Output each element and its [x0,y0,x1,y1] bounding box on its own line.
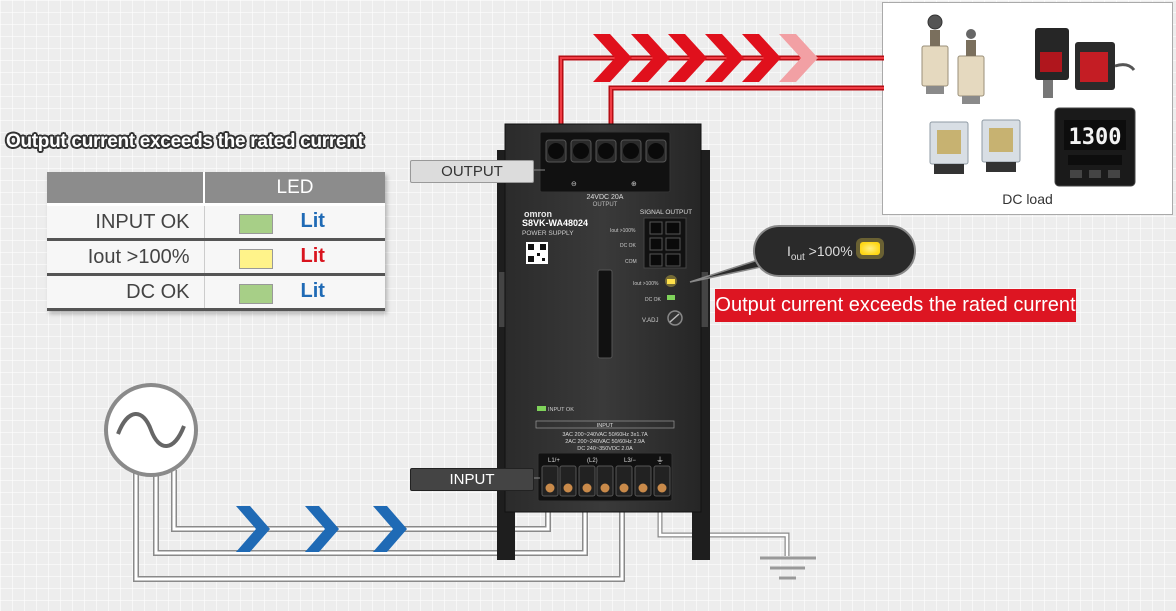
ac-source-symbol [104,383,198,477]
led-row-label: INPUT OK [47,204,205,241]
limit-switch-icon [957,29,985,104]
svg-text:Iout >100%: Iout >100% [787,243,853,263]
photoelectric-sensor-icon [1035,28,1069,98]
temperature-controller-icon: 1300 [1054,107,1136,187]
table-header-blank [47,172,205,206]
dc-load-devices: 1300 [921,14,1136,187]
device-signal-output: SIGNAL OUTPUT [640,209,692,216]
input-flow-arrow [236,506,270,552]
table-row: DC OK Lit [47,274,385,311]
qr-code [526,242,548,264]
led-row-label: DC OK [47,274,205,311]
callout-led [860,242,880,255]
device-terminal-l1: L1/+ [548,458,560,464]
device-spec-2: 2AC 200~240VAC 50/60Hz 2.9A [565,439,645,445]
device-led-iout [667,279,675,284]
relay-icon [929,121,969,174]
led-color-swatch [238,214,273,234]
svg-text:⊕: ⊕ [631,180,637,188]
led-callout-bubble: Iout >100% [689,225,916,283]
led-row-status: Lit [204,204,385,241]
device-model: S8VK-WA48024 [522,218,588,228]
led-row-status: Lit [204,274,385,311]
output-tag: OUTPUT [410,160,534,183]
table-row: Iout >100% Lit [47,239,385,276]
ground-symbol [760,556,816,580]
device-output-label: OUTPUT [593,202,618,208]
device-subtitle: POWER SUPPLY [522,230,574,237]
output-flow-arrow [705,34,744,82]
input-flow-arrow [305,506,339,552]
device-spec-3: DC 240~350VDC 2.0A [577,446,633,452]
svg-text:⊖: ⊖ [571,180,577,188]
table-header-led: LED [204,172,385,206]
limit-switch-icon [921,14,949,94]
device-vadj-label: V.ADJ [642,318,658,324]
led-state-text: Lit [300,245,325,267]
callout-message: Output current exceeds the rated current [715,289,1076,322]
temp-controller-display: 1300 [1069,125,1122,150]
device-led-dcok [667,295,675,300]
page-heading: Output current exceeds the rated current [6,131,364,152]
device-led-iout-label: Iout >100% [633,281,659,287]
input-flow-arrow [373,506,407,552]
led-row-label: Iout >100% [47,239,205,276]
device-terminal-l3: L3/− [624,458,636,464]
output-flow-arrow [631,34,670,82]
device-led-inputok-label: INPUT OK [548,407,574,413]
device-terminal-pe: ⏚ [656,456,664,465]
led-state-text: Lit [300,280,325,302]
led-color-swatch [238,284,273,304]
output-flow-arrow [593,34,632,82]
led-color-swatch [238,249,273,269]
device-led-inputok [537,406,546,411]
table-row: INPUT OK Lit [47,204,385,241]
callout-indicator-rest: >100% [805,243,853,259]
callout-indicator-sub: out [791,252,805,263]
power-supply-device: ⊖ ⊕ 24VDC 20A OUTPUT omron S8VK-WA48024 … [497,123,710,560]
output-flow-arrows [593,34,818,82]
device-terminal-l2: (L2) [587,458,598,464]
device-input-label: INPUT [597,423,614,429]
device-signal-com: COM [625,259,637,265]
photoelectric-sensor-icon [1075,42,1136,90]
callout-indicator-main: I [787,243,791,259]
input-tag: INPUT [410,468,534,491]
output-flow-arrow [779,34,818,82]
output-flow-arrow [668,34,707,82]
led-state-text: Lit [300,210,325,232]
device-output-rating: 24VDC 20A [587,194,624,201]
table-header-row: LED [47,172,385,206]
device-brand: omron [524,209,552,219]
device-spec-1: 3AC 200~240VAC 50/60Hz 3x1.7A [562,432,648,438]
led-row-status: Lit [204,239,385,276]
output-flow-arrow [742,34,781,82]
device-signal-dcok: DC OK [620,243,637,249]
device-signal-iout: Iout >100% [610,228,636,234]
input-flow-arrows [236,506,407,552]
device-led-dcok-label: DC OK [645,297,662,303]
relay-icon [981,119,1021,172]
